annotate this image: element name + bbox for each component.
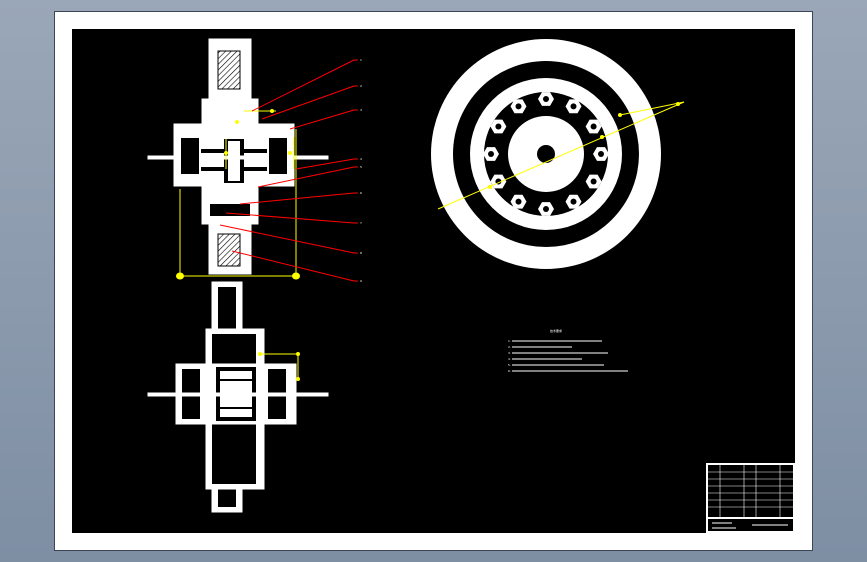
bolt-hole — [543, 206, 549, 212]
drawing-sheet: 1 2 3 4 5 6 7 8 9 — [55, 12, 812, 550]
side-view-wheel — [431, 39, 661, 269]
note-4: 4. — [508, 357, 511, 361]
front-section-view — [147, 38, 329, 275]
bore — [537, 145, 555, 163]
leader-label-6: 6 — [360, 191, 362, 195]
leader-label-5: 5 — [360, 165, 362, 169]
leader-number-labels: 1 2 3 4 5 6 7 8 9 — [360, 58, 362, 283]
drawing-area[interactable]: 1 2 3 4 5 6 7 8 9 — [72, 29, 795, 533]
bolt-hole — [590, 178, 597, 185]
lower-exterior-view — [147, 281, 329, 513]
front-dimensions — [179, 110, 297, 277]
note-5: 5. — [508, 363, 511, 367]
bolt-hole — [495, 123, 502, 130]
lower-dimensions — [260, 353, 299, 379]
lower-shaft-line — [147, 392, 329, 397]
leader-label-8: 8 — [360, 251, 362, 255]
shaft-line — [147, 155, 329, 160]
bolt-hole — [570, 198, 577, 205]
note-2: 2. — [508, 345, 511, 349]
leader-lines — [219, 59, 358, 282]
bolt-hole — [570, 103, 577, 110]
leader-label-2: 2 — [360, 84, 362, 88]
title-block — [706, 463, 795, 533]
bolt-hole — [488, 151, 494, 157]
bolt-hole — [543, 96, 549, 102]
bolt-hole — [590, 123, 597, 130]
bolt-circle — [483, 92, 609, 216]
notes-title: 技术要求 — [550, 328, 562, 333]
leader-label-1: 1 — [360, 58, 362, 62]
leader-label-9: 9 — [360, 279, 362, 283]
note-3: 3. — [508, 351, 511, 355]
bolt-hole — [598, 151, 604, 157]
bolt-hole — [515, 103, 522, 110]
leader-label-7: 7 — [360, 221, 362, 225]
technical-notes: 技术要求 1. 2. 3. 4. 5. 6. — [508, 328, 628, 373]
note-1: 1. — [508, 339, 511, 343]
dimension-dots — [176, 109, 300, 280]
leader-label-3: 3 — [360, 108, 362, 112]
side-dimensions — [437, 101, 685, 210]
bolt-hole — [515, 198, 522, 205]
note-6: 6. — [508, 369, 511, 373]
leader-label-4: 4 — [360, 157, 362, 161]
cad-drawing: 1 2 3 4 5 6 7 8 9 — [147, 38, 795, 533]
